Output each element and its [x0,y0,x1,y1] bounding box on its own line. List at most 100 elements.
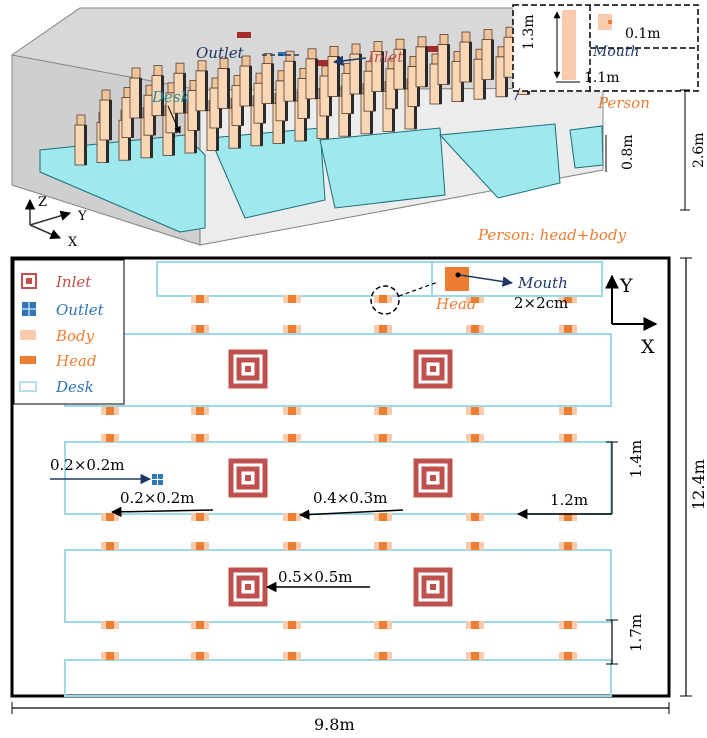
mouth-detail-dot [455,272,461,278]
plan-view: Head Mouth 2×2cm Y X Inlet Outlet Bod [10,256,707,734]
person-3d [459,31,472,83]
head-plan [288,325,296,333]
inlet-plan [228,567,268,607]
person-plan [466,513,484,521]
person-plan [374,621,392,629]
head-size-label: 0.4×0.3m [313,489,388,507]
legend-label-outlet: Outlet [56,301,105,319]
legend-label-desk: Desk [55,378,94,396]
person-head-3d [197,60,207,72]
person-shadow-3d [392,91,395,132]
person-head-3d [219,58,229,69]
head-plan [196,295,204,303]
head-plan [564,434,572,442]
head-detail-box [445,267,469,291]
person-plan [191,621,209,629]
head-plan [106,407,114,415]
inlet-plan [228,349,268,389]
person-shadow-3d [348,96,351,137]
outlet-label: Outlet [196,44,245,62]
person-shadow-3d [238,108,241,149]
person-plan [466,407,484,415]
person-plan [101,621,119,629]
person-plan [466,325,484,333]
person-plan [559,407,577,415]
person-height-dim: 1.3m [521,14,537,50]
person-plan [191,434,209,442]
plan-axis-x: X [641,336,655,358]
legend-label-head: Head [55,352,97,370]
head-plan [564,542,572,550]
person-head-3d [101,89,111,101]
head-icon [20,356,36,364]
inlet-label: Inlet [367,48,404,66]
legend-item-body: Body [20,327,95,345]
person-label: Person [597,94,650,112]
person-3d [371,41,384,92]
person-plan [283,652,301,660]
person-shadow-3d [337,56,340,97]
head-plan [471,652,479,660]
head-plan [471,434,479,442]
person-head-3d [263,53,273,64]
legend-label-body: Body [55,327,95,345]
person-plan [374,434,392,442]
person-plan [283,513,301,521]
person-plan [101,542,119,550]
axis-x-label: X [68,235,78,250]
mouth-size-label: 2×2cm [514,294,568,312]
person-3d [129,67,142,119]
person-shadow-3d [425,46,428,87]
person-shadow-3d [447,44,450,85]
axes-3d [24,198,72,240]
person-plan [466,295,484,303]
head-plan [471,407,479,415]
person-plan [283,542,301,550]
person-3d [99,89,112,141]
plan-axis-y: Y [619,275,633,297]
head-plan [196,542,204,550]
person-shadow-3d [150,117,153,158]
person-shadow-3d [271,63,274,104]
person-plan [559,542,577,550]
person-shadow-3d [469,42,472,82]
person-shadow-3d [370,93,373,134]
person-shadow-3d [109,100,112,140]
person-head-3d [329,46,339,57]
person-plan [374,407,392,415]
person-3d [217,58,230,109]
row-pitch-label: 1.4m [627,440,645,478]
person-head-3d [175,62,185,74]
inlet-core [245,366,251,372]
legend-item-outlet: Outlet [22,301,105,319]
room-3d-view: Outlet Inlet Desk 1.3m 0.1m Mouth 1.1m P… [10,4,707,250]
ceiling-inlet [425,46,441,52]
person-plan [101,407,119,415]
person-plan [191,652,209,660]
person-shadow-3d [216,110,219,151]
desk-height-dim: 0.8m [620,134,636,170]
person-plan [466,652,484,660]
person-head-3d [285,50,295,62]
person-plan [101,434,119,442]
head-plan [379,325,387,333]
inlet-core [430,475,436,481]
person-shadow-3d [106,122,109,163]
person-plan [374,513,392,521]
person-shadow-3d [161,75,164,116]
person-head-detail [598,14,612,30]
axis-z-label: Z [38,195,47,210]
person-shadow-3d [205,70,208,111]
person-shadow-3d [282,103,285,144]
head-plan [106,513,114,521]
desk-plan [64,441,612,515]
person-3d [481,29,494,80]
outlet-size-label: 0.2×0.2m [50,456,125,474]
head-plan [106,652,114,660]
person-caption: Person: head+body [477,226,627,244]
person-3d [437,34,450,85]
head-plan [379,434,387,442]
person-head-3d [461,31,471,43]
inlet-core [245,584,251,590]
head-plan [106,434,114,442]
